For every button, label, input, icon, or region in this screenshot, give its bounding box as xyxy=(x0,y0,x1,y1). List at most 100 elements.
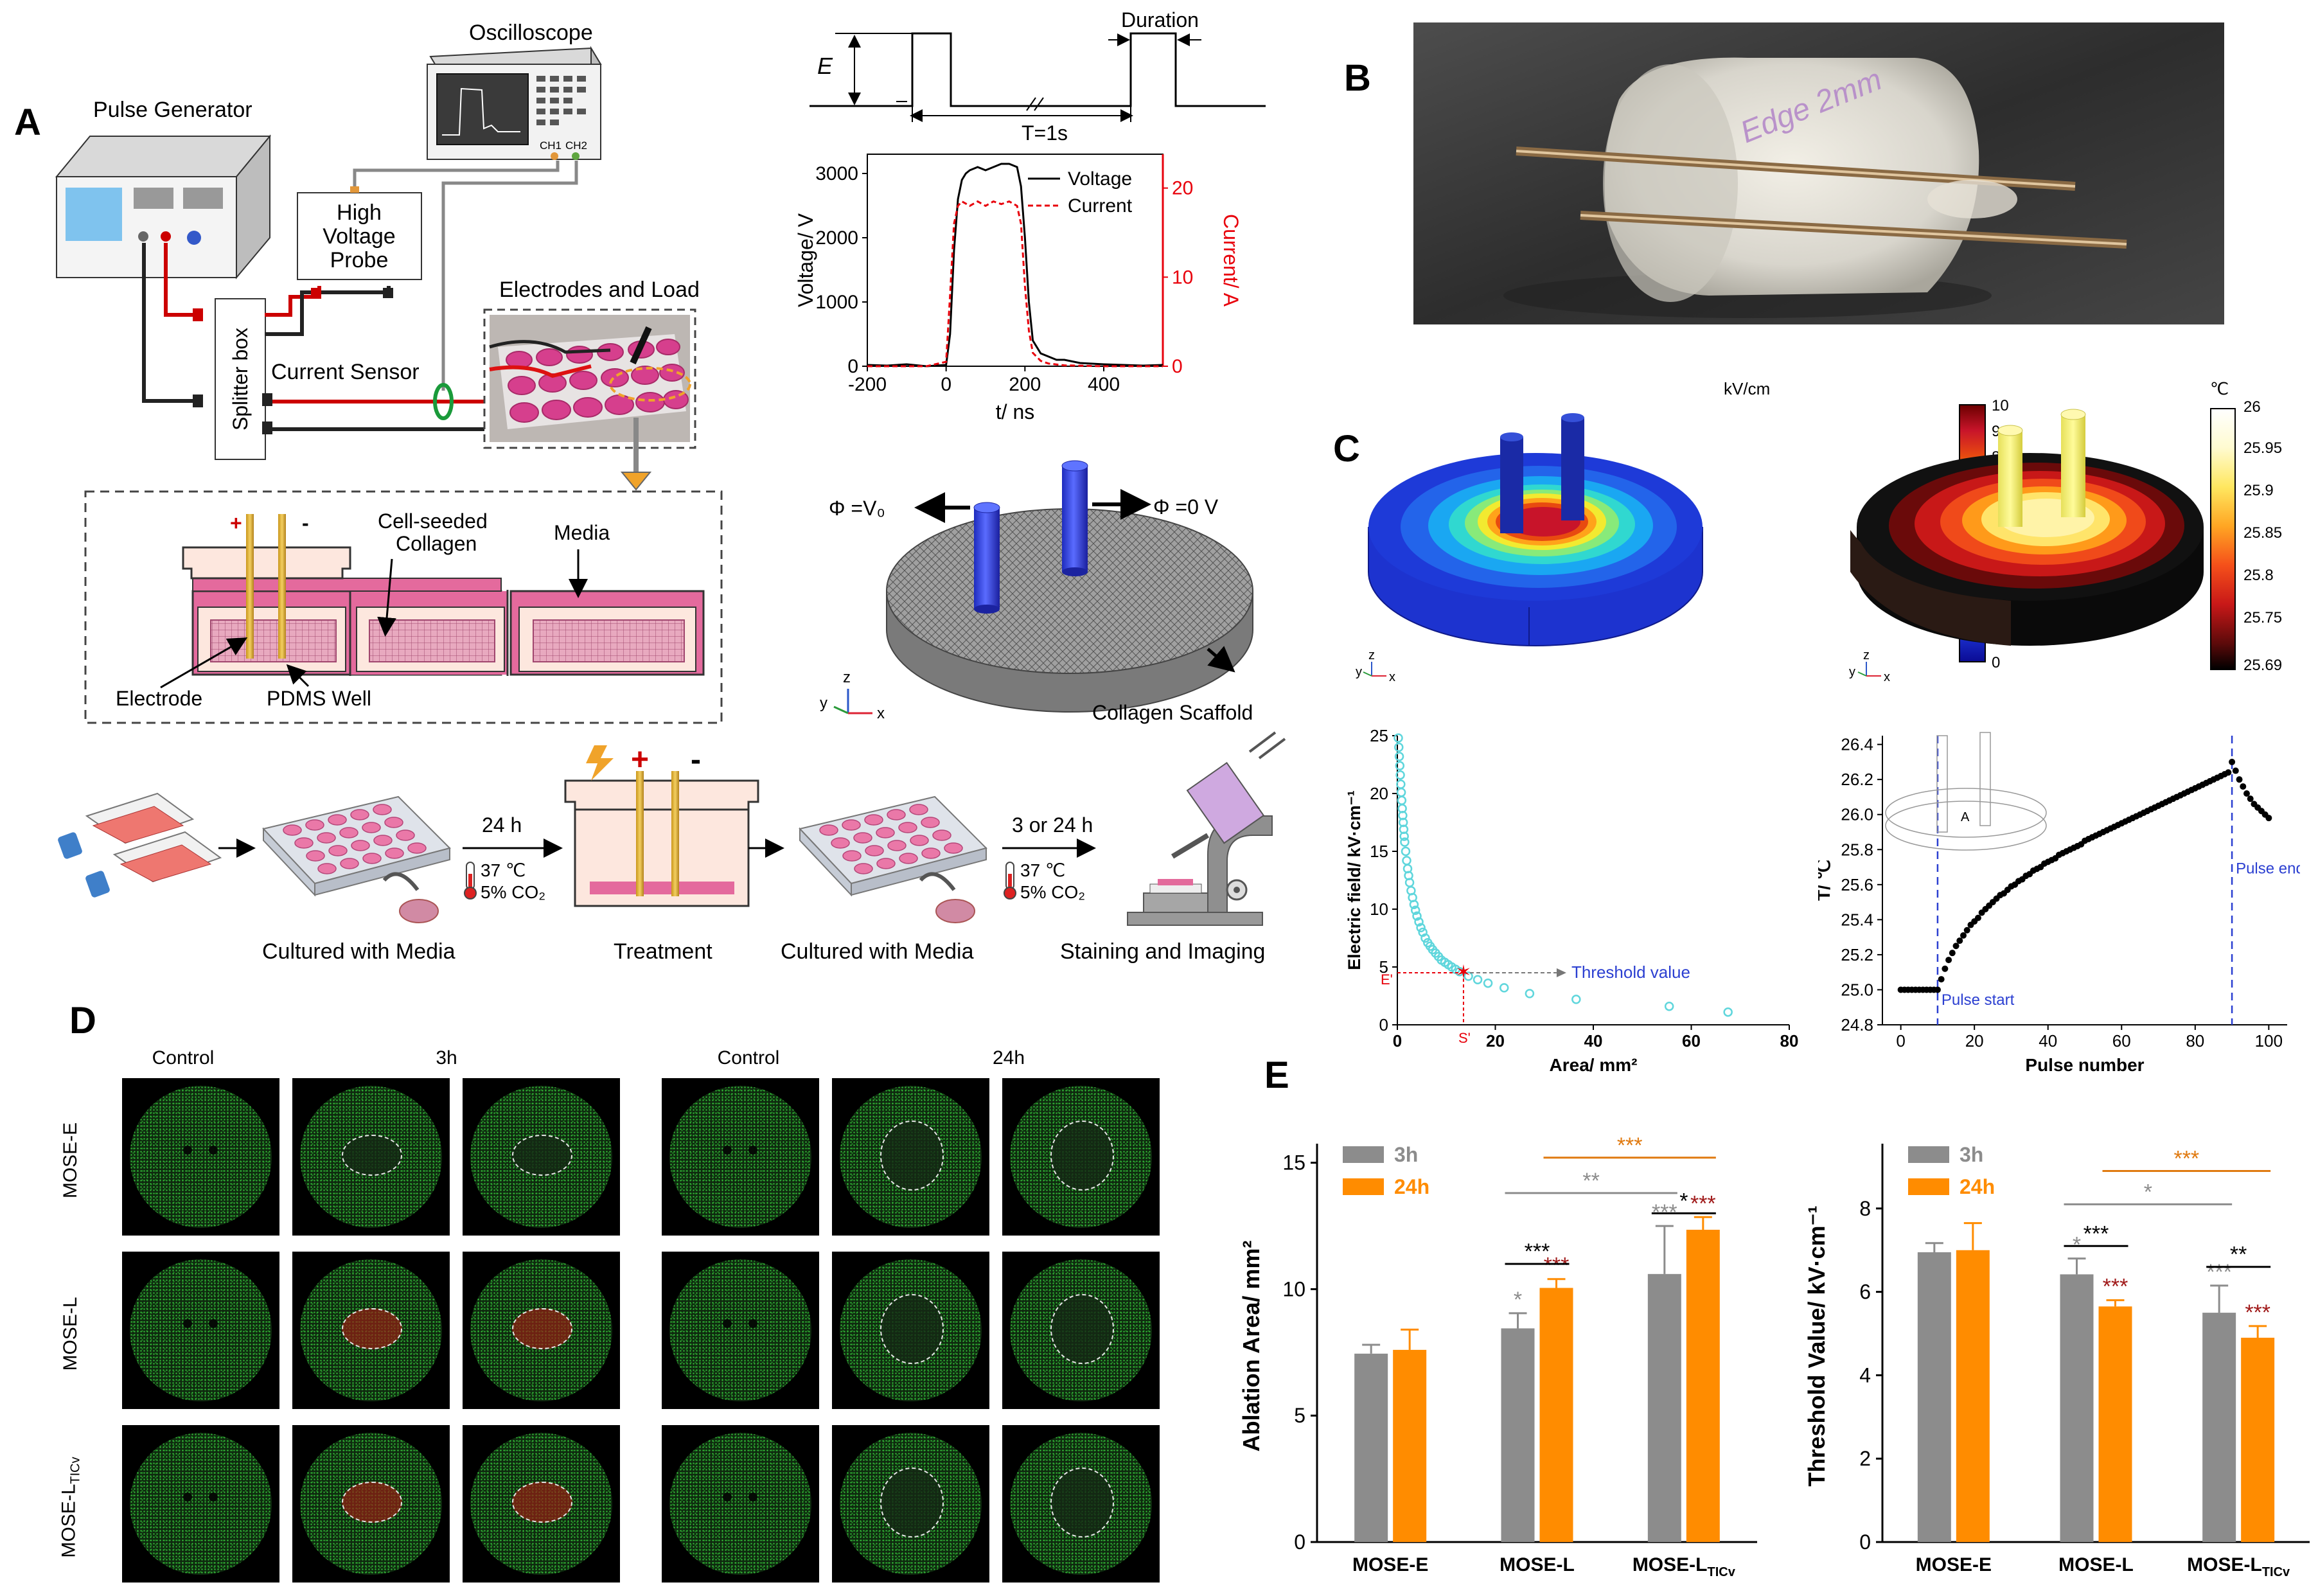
y-tick-label: 2000 xyxy=(815,227,858,249)
y-tick-label: 0 xyxy=(1859,1530,1871,1554)
legend-label: 24h xyxy=(1394,1175,1429,1198)
data-point xyxy=(1571,995,1581,1004)
comparison-stars: * xyxy=(1679,1189,1688,1213)
microscopy-image xyxy=(662,1078,819,1236)
pulse-generator-label: Pulse Generator xyxy=(93,98,252,122)
cell-seeded-label-2: Collagen xyxy=(396,532,477,555)
data-point xyxy=(1963,927,1970,934)
data-point xyxy=(1410,905,1420,916)
significance-star: *** xyxy=(2206,1260,2232,1284)
workflow-condition-1b: 5% CO₂ xyxy=(481,882,545,902)
y-tick-label: 26.2 xyxy=(1841,770,1873,789)
y-tick-label: 26.0 xyxy=(1841,805,1873,824)
data-point xyxy=(1525,989,1535,998)
legend-swatch xyxy=(1908,1178,1949,1195)
media-label: Media xyxy=(554,521,610,544)
panel-a-letter: A xyxy=(14,102,41,143)
y-tick-label: 5 xyxy=(1294,1404,1305,1427)
workflow-step-2: Treatment xyxy=(614,939,712,964)
pulse-duration-label: Duration xyxy=(1121,8,1199,31)
ablation-zone xyxy=(512,1482,572,1523)
ablation-zone xyxy=(880,1120,944,1191)
y-tick-label: 24.8 xyxy=(1841,1015,1873,1034)
data-point xyxy=(1396,779,1406,789)
pulse-amplitude-e: E xyxy=(817,53,833,79)
x-axis-label: t/ ns xyxy=(996,400,1034,423)
electrode-device-photo: Edge 2mm xyxy=(1413,22,2224,324)
panel-c-letter: C xyxy=(1333,428,1360,470)
category-label: MOSE-E xyxy=(1352,1554,1428,1575)
significance-star: *** xyxy=(1690,1191,1716,1216)
svg-text:z: z xyxy=(843,669,851,686)
workflow-condition-2b: 5% CO₂ xyxy=(1020,882,1085,902)
x-axis-label: Area/ mm² xyxy=(1550,1055,1638,1075)
y-tick-label: 25 xyxy=(1370,726,1388,745)
x-tick-label: 80 xyxy=(1780,1031,1799,1051)
legend-label: Voltage xyxy=(1068,168,1132,190)
data-point xyxy=(1945,957,1952,964)
y-tick-label: 0 xyxy=(1379,1015,1388,1034)
scaffold-disc xyxy=(130,1259,272,1401)
data-point xyxy=(1956,937,1963,944)
microscopy-image xyxy=(122,1425,279,1583)
panel-d-letter: D xyxy=(69,1000,96,1042)
data-point xyxy=(1483,978,1493,988)
x-tick-label: 100 xyxy=(2255,1031,2283,1051)
microscopy-image xyxy=(292,1078,450,1236)
collagen-scaffold-label: Collagen Scaffold xyxy=(1092,701,1253,724)
electrode-hole xyxy=(209,1319,218,1328)
data-point xyxy=(1416,923,1426,933)
bar xyxy=(1393,1349,1427,1542)
category-subscript: TICv xyxy=(1707,1565,1735,1579)
ablation-area-chart: 051015MOSE-E****MOSE-L******MOSE-LTICv**… xyxy=(1238,1133,1757,1579)
ablation-zone xyxy=(1050,1467,1114,1538)
axis-triad-c1: z y x xyxy=(1356,648,1395,684)
electrode-hole xyxy=(183,1319,192,1328)
axis-triad-c2: z y x xyxy=(1849,648,1890,684)
threshold-arrowhead xyxy=(1556,968,1566,977)
svg-text:y: y xyxy=(820,695,827,712)
ablation-zone xyxy=(512,1135,572,1176)
electrode-label: Electrode xyxy=(116,687,202,710)
y-tick-label: 25.2 xyxy=(1841,945,1873,964)
legend-swatch xyxy=(1343,1178,1384,1195)
microscopy-image xyxy=(463,1252,620,1409)
pulse-period-label: T=1s xyxy=(1022,121,1068,145)
bar xyxy=(1354,1353,1388,1542)
microscopy-image xyxy=(832,1252,989,1409)
temperature-tick-label: 25.95 xyxy=(2243,439,2283,457)
x-tick-label: 60 xyxy=(2112,1031,2131,1051)
data-point xyxy=(1414,917,1424,927)
well-plus-sign: + xyxy=(230,511,242,535)
pulse-end-label: Pulse end xyxy=(2236,860,2300,878)
x-tick-label: 80 xyxy=(2186,1031,2204,1051)
comparison-stars: ** xyxy=(1582,1169,1599,1193)
row-label-subscript: TICv xyxy=(68,1456,83,1484)
microscopy-image xyxy=(292,1425,450,1583)
oscilloscope-label: Oscilloscope xyxy=(469,21,593,45)
pulse-generator-device xyxy=(55,134,272,279)
microscopy-image xyxy=(1002,1425,1160,1583)
hv-probe-line2: Voltage xyxy=(323,224,395,249)
x-axis-label: Pulse number xyxy=(2025,1055,2144,1075)
hv-probe-line3: Probe xyxy=(330,248,389,272)
ablation-zone xyxy=(1050,1120,1114,1191)
comparison-stars: *** xyxy=(1617,1133,1643,1158)
y-tick-label: 25.4 xyxy=(1841,910,1873,929)
microscopy-column-header: Control xyxy=(717,1047,780,1068)
svg-text:-: - xyxy=(691,743,701,777)
ablation-zone xyxy=(1050,1293,1114,1364)
ablation-zone xyxy=(342,1308,402,1349)
bar xyxy=(1686,1229,1720,1542)
data-point xyxy=(1942,965,1949,972)
microscopy-image xyxy=(1002,1252,1160,1409)
bar xyxy=(1917,1252,1951,1542)
electrodes-load-photo xyxy=(483,308,696,449)
bar xyxy=(1539,1288,1573,1542)
legend-label: 3h xyxy=(1960,1143,1983,1166)
comparison-stars: ** xyxy=(2230,1243,2247,1267)
bar xyxy=(2241,1338,2275,1542)
electrode-hole xyxy=(748,1146,757,1155)
